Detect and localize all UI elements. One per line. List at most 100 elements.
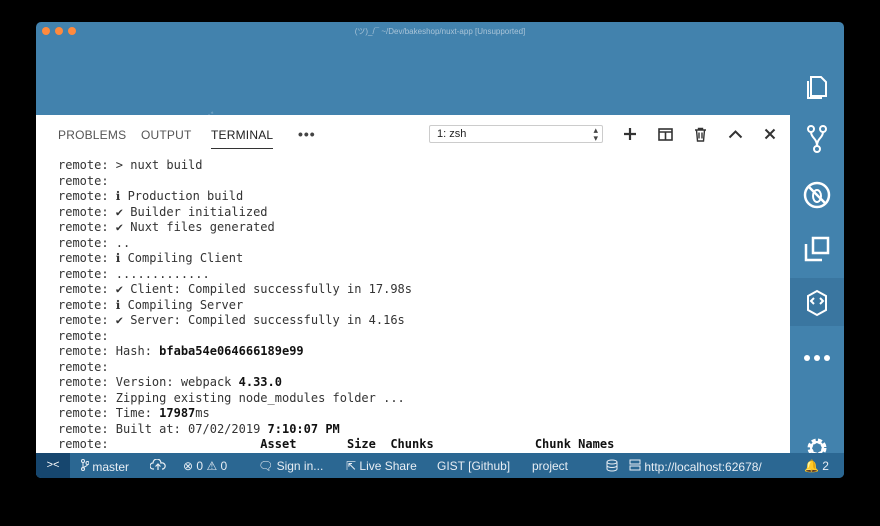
chevron-up-icon (728, 130, 742, 139)
notifications-button[interactable]: 🔔 2 (804, 459, 829, 473)
explorer-button[interactable] (790, 66, 844, 106)
chevron-up-down-icon: ▴▾ (593, 125, 598, 143)
terminal-line-text: ............. (115, 266, 210, 281)
plus-icon (624, 128, 636, 140)
terminal-line-prefix: remote: (58, 344, 116, 358)
warning-icon: ⚠ (206, 459, 218, 473)
live-share-button[interactable]: ⇱ Live Share (346, 459, 417, 473)
terminal-line-text: ✔ Builder initialized (115, 204, 268, 219)
terminal-line: remote: Built at: 07/02/2019 7:10:07 PM (58, 422, 778, 438)
terminal-line-prefix: remote: (58, 313, 116, 327)
server-icon (629, 459, 641, 471)
error-count: 0 (196, 459, 204, 473)
terminal-line: remote: > nuxt build (58, 158, 778, 174)
terminal-line-text: Zipping existing node_modules folder ... (115, 390, 405, 405)
terminal-line-prefix: remote: (58, 220, 116, 234)
terminal-select[interactable]: 1: zsh ▴▾ (429, 125, 603, 143)
source-control-icon (807, 125, 827, 153)
terminal-line: remote: Hash: bfaba54e064666189e99 (58, 344, 778, 360)
terminal-line: remote: ℹ Production build (58, 189, 778, 205)
maximize-panel-button[interactable] (725, 124, 745, 144)
terminal-line-text: Hash: (115, 344, 160, 358)
split-terminal-button[interactable] (655, 124, 675, 144)
server-url-button[interactable]: http://localhost:62678/ (629, 459, 762, 474)
panel-more-button[interactable]: ••• (298, 126, 316, 142)
terminal-line-prefix: remote: (58, 390, 116, 405)
terminal-line-text: .. (115, 235, 131, 250)
live-share-label: Live Share (359, 459, 417, 473)
branch-button[interactable]: master (81, 459, 129, 474)
terminal-line: remote: Version: webpack 4.33.0 (58, 375, 778, 391)
kill-terminal-button[interactable] (690, 124, 710, 144)
project-button[interactable]: project (532, 459, 569, 473)
database-button[interactable] (606, 459, 618, 475)
split-icon (657, 127, 673, 141)
server-url: http://localhost:62678/ (644, 460, 762, 474)
terminal-line-bold: Asset Size Chunks Chunk Names (115, 437, 615, 451)
remote-indicator-button[interactable]: >< (36, 453, 70, 478)
activity-bar (790, 42, 844, 458)
notification-count: 2 (822, 459, 829, 473)
terminal-line-text: ℹ Production build (115, 189, 244, 203)
database-icon (606, 459, 618, 472)
terminal-line-prefix: remote: (58, 282, 116, 296)
close-window-button[interactable] (42, 27, 50, 35)
remote-explorer-icon (807, 289, 827, 317)
cloud-upload-icon (149, 458, 166, 470)
terminal-line-prefix: remote: (58, 437, 116, 451)
terminal-line-bold: 17987 (159, 406, 196, 420)
terminal-line-prefix: remote: (58, 235, 116, 250)
debug-button[interactable] (790, 175, 844, 215)
terminal-line-text: ℹ Compiling Client (115, 251, 244, 265)
extensions-button[interactable] (790, 229, 844, 269)
terminal-line: remote: (58, 174, 778, 190)
minimize-window-button[interactable] (55, 27, 63, 35)
panel-tabs: PROBLEMS OUTPUT TERMINAL ••• 1: zsh ▴▾ (36, 115, 790, 153)
terminal-line-prefix: remote: (58, 158, 116, 172)
tab-problems[interactable]: PROBLEMS (58, 128, 127, 142)
maximize-window-button[interactable] (68, 27, 76, 35)
terminal-line-prefix: remote: (58, 406, 116, 420)
tab-terminal[interactable]: TERMINAL (211, 128, 274, 149)
live-share-icon: ⇱ (346, 459, 357, 473)
source-control-button[interactable] (790, 119, 844, 159)
bottom-panel: PROBLEMS OUTPUT TERMINAL ••• 1: zsh ▴▾ (36, 115, 790, 453)
new-terminal-button[interactable] (620, 124, 640, 144)
sign-in-button[interactable]: 🗨 Sign in... (258, 459, 323, 473)
terminal-line: remote: .. (58, 236, 778, 252)
tab-output[interactable]: OUTPUT (141, 128, 192, 142)
files-icon (807, 76, 827, 99)
terminal-line-prefix: remote: (58, 421, 116, 436)
terminal-line: remote: ℹ Compiling Server (58, 298, 778, 314)
terminal-line-prefix: remote: (58, 189, 116, 203)
debug-icon (803, 181, 831, 209)
terminal-line: remote: Time: 17987ms (58, 406, 778, 422)
window-controls (42, 27, 76, 35)
terminal-line-bold: 4.33.0 (238, 375, 282, 389)
terminal-line: remote: ℹ Compiling Client (58, 251, 778, 267)
terminal-line-prefix: remote: (58, 266, 116, 281)
terminal-line-bold: 7:10:07 PM (267, 421, 340, 436)
close-panel-button[interactable] (760, 124, 780, 144)
terminal-line: remote: ............. (58, 267, 778, 283)
remote-explorer-button[interactable] (790, 278, 844, 326)
terminal-line-prefix: remote: (58, 359, 109, 374)
bell-icon: 🔔 (804, 459, 819, 473)
terminal-line-prefix: remote: (58, 251, 116, 265)
git-branch-icon (81, 459, 90, 471)
terminal-line-prefix: remote: (58, 375, 116, 389)
gist-button[interactable]: GIST [Github] (437, 459, 511, 473)
problems-status-button[interactable]: ⊗ 0 ⚠ 0 (183, 459, 227, 473)
terminal-line: remote: ✔ Client: Compiled successfully … (58, 282, 778, 298)
more-button[interactable] (790, 338, 844, 378)
terminal-line: remote: Asset Size Chunks Chunk Names (58, 437, 778, 451)
sync-button[interactable] (149, 458, 166, 474)
terminal-line: remote: (58, 360, 778, 376)
app-window: (ツ)_/¯ ~/Dev/bakeshop/nuxt-app [Unsuppor… (36, 22, 844, 478)
terminal-line-text: Version: webpack (115, 375, 239, 389)
terminal-line-text: Time: (115, 406, 160, 420)
terminal-line-prefix: remote: (58, 297, 116, 312)
status-bar: >< master ⊗ 0 ⚠ 0 🗨 Sign in... ⇱ Live Sh… (36, 453, 844, 478)
terminal-line-text: ℹ Compiling Server (115, 297, 244, 312)
